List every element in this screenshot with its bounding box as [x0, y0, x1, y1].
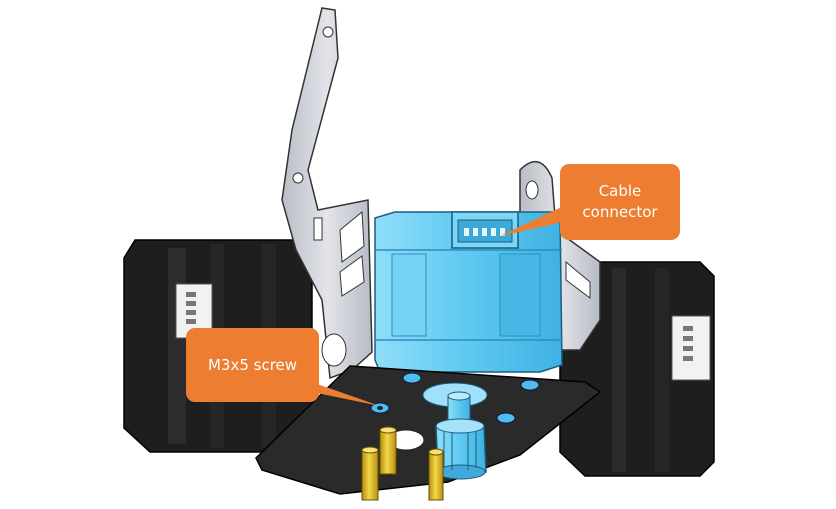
center-stepper-motor: [374, 211, 563, 373]
cable-connector: [451, 211, 519, 249]
callout-m3x5-screw: M3x5 screw: [186, 328, 319, 402]
mounting-bracket: [281, 7, 373, 380]
callout-cable-connector: Cable connector: [560, 164, 680, 240]
gold-spacers: [361, 426, 444, 501]
drive-pulley: [435, 391, 487, 480]
cable-callout-pointer: [500, 205, 572, 236]
screw-callout-pointer: [300, 378, 380, 406]
m3x5-screw: [370, 402, 390, 414]
